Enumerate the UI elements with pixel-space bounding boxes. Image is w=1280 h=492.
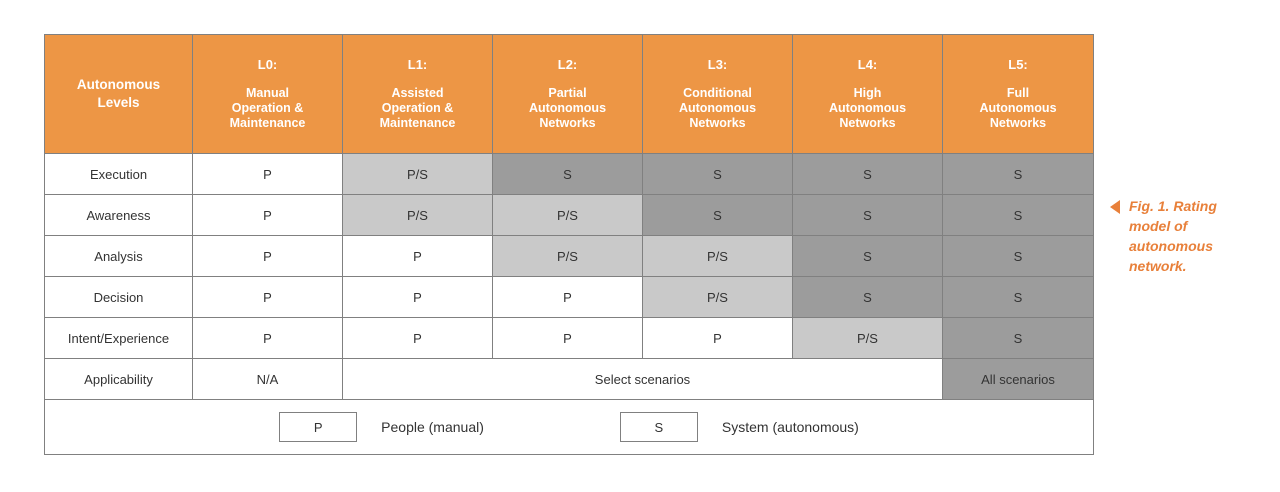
rating-cell-r4-c0: P: [192, 317, 343, 359]
rating-cell-r1-c2: P/S: [492, 194, 643, 236]
legend-description: People (manual): [381, 419, 484, 435]
rating-cell-r0-c2: S: [492, 153, 643, 195]
row-label-cell-2: Analysis: [44, 235, 193, 277]
applicability-l0-cell: N/A: [192, 358, 343, 400]
rating-cell-r4-c5: S: [942, 317, 1094, 359]
row-label-cell-4: Intent/Experience: [44, 317, 193, 359]
rating-cell-r1-c1: P/S: [342, 194, 493, 236]
applicability-all-scenarios-cell: All scenarios: [942, 358, 1094, 400]
legend-item-p: P People (manual): [279, 412, 484, 442]
rating-cell-r0-c3: S: [642, 153, 793, 195]
level-code-label: L0:: [257, 57, 278, 72]
figure-caption-text: Fig. 1. Rating model of autonomous netwo…: [1129, 198, 1217, 274]
rating-cell-r2-c3: P/S: [642, 235, 793, 277]
rating-cell-r4-c3: P: [642, 317, 793, 359]
rating-cell-r1-c0: P: [192, 194, 343, 236]
rating-cell-r0-c5: S: [942, 153, 1094, 195]
rating-cell-r0-c0: P: [192, 153, 343, 195]
level-code-label: L1:: [407, 57, 428, 72]
rating-cell-r0-c4: S: [792, 153, 943, 195]
legend-cell: P People (manual) S System (autonomous): [44, 399, 1094, 455]
level-code-label: L5:: [1008, 57, 1028, 72]
legend-row: P People (manual) S System (autonomous): [44, 399, 1094, 455]
rating-cell-r3-c4: S: [792, 276, 943, 318]
left-triangle-icon: [1110, 200, 1120, 214]
legend-item-s: S System (autonomous): [619, 412, 859, 442]
rating-cell-r2-c1: P: [342, 235, 493, 277]
rating-cell-r3-c0: P: [192, 276, 343, 318]
legend-symbol-box: P: [279, 412, 358, 442]
row-label-cell-0: Execution: [44, 153, 193, 195]
level-code-label: L2:: [557, 57, 578, 72]
applicability-select-scenarios-cell: Select scenarios: [342, 358, 943, 400]
legend-symbol-box: S: [619, 412, 698, 442]
level-code-label: L3:: [707, 57, 728, 72]
rating-cell-r2-c0: P: [192, 235, 343, 277]
level-code-label: L4:: [857, 57, 878, 72]
rating-cell-r2-c5: S: [942, 235, 1094, 277]
rating-cell-r3-c5: S: [942, 276, 1094, 318]
rating-cell-r2-c2: P/S: [492, 235, 643, 277]
figure-caption: Fig. 1. Rating model of autonomous netwo…: [1110, 196, 1270, 276]
rating-cell-r4-c2: P: [492, 317, 643, 359]
legend-description: System (autonomous): [721, 419, 859, 435]
rating-cell-r1-c4: S: [792, 194, 943, 236]
rating-cell-r2-c4: S: [792, 235, 943, 277]
rating-cell-r3-c3: P/S: [642, 276, 793, 318]
rating-cell-r4-c1: P: [342, 317, 493, 359]
rating-cell-r1-c5: S: [942, 194, 1094, 236]
applicability-label: Applicability: [44, 358, 193, 400]
row-label-cell-3: Decision: [44, 276, 193, 318]
rating-cell-r3-c1: P: [342, 276, 493, 318]
rating-cell-r3-c2: P: [492, 276, 643, 318]
row-label-cell-1: Awareness: [44, 194, 193, 236]
rating-cell-r0-c1: P/S: [342, 153, 493, 195]
rating-cell-r4-c4: P/S: [792, 317, 943, 359]
rating-cell-r1-c3: S: [642, 194, 793, 236]
